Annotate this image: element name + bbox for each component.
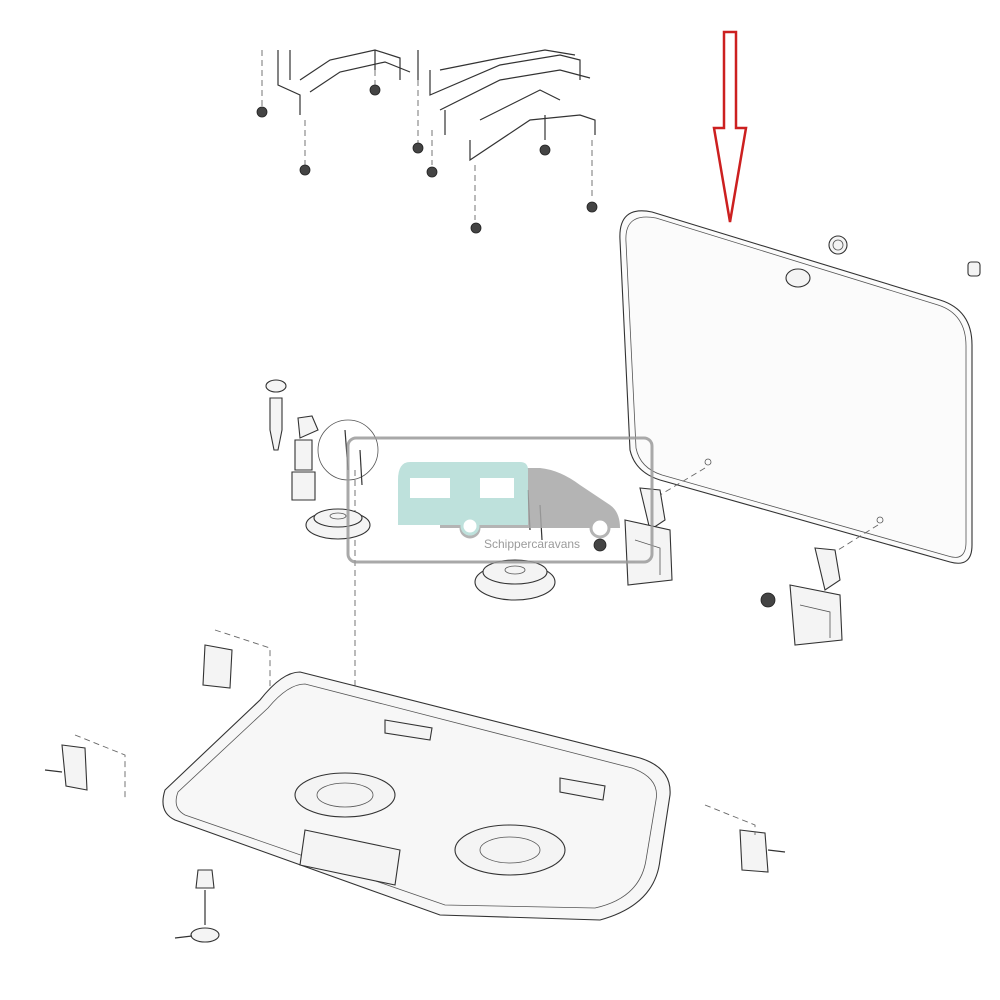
hinge-right	[760, 547, 843, 646]
clamp-left	[44, 734, 126, 800]
clamp-right	[704, 804, 786, 873]
gas-valve-parts	[265, 379, 379, 790]
watermark-logo: Schippercaravans	[346, 436, 654, 564]
rubber-feet	[256, 84, 598, 234]
mounting-screw	[174, 869, 220, 943]
burner-right	[474, 489, 556, 601]
clamp-top	[202, 629, 271, 690]
watermark-text: Schippercaravans	[484, 537, 580, 551]
pan-support-right	[429, 49, 596, 220]
burner-left	[305, 508, 371, 540]
glass-lid	[619, 210, 981, 564]
caravan-icon	[398, 462, 528, 536]
pan-support-left	[261, 49, 419, 165]
hob-tray	[162, 671, 671, 921]
highlight-arrow	[712, 30, 748, 223]
